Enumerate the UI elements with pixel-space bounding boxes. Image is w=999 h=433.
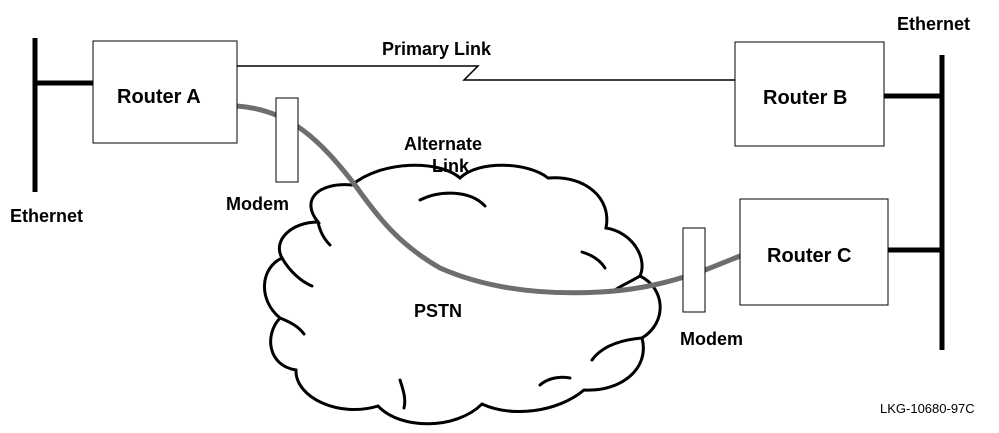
modem-c: Modem — [680, 227, 743, 349]
ethernet-left-label: Ethernet — [10, 206, 83, 226]
pstn-cloud-outline — [263, 163, 662, 426]
alternate-link-label-line2: Link — [432, 156, 470, 176]
ethernet-right-label: Ethernet — [897, 14, 970, 34]
pstn-cloud-fold-1 — [316, 220, 332, 247]
ethernet-left: Ethernet — [10, 38, 93, 226]
router-c-label: Router C — [767, 245, 851, 267]
modem-a-box — [275, 97, 299, 183]
router-a-box — [92, 40, 238, 144]
modem-a-label: Modem — [226, 194, 289, 214]
router-c: Router C — [739, 198, 889, 306]
router-b: Router B — [734, 41, 885, 147]
ethernet-right: Ethernet — [884, 14, 970, 350]
modem-c-box — [682, 227, 706, 313]
primary-link-label: Primary Link — [382, 39, 492, 59]
modem-c-label: Modem — [680, 329, 743, 349]
modem-a: Modem — [226, 97, 299, 214]
primary-link-line — [237, 65, 735, 81]
primary-link: Primary Link — [237, 39, 735, 81]
pstn-cloud-fold-8 — [538, 375, 572, 387]
router-b-label: Router B — [763, 87, 847, 109]
pstn-label: PSTN — [414, 301, 462, 321]
pstn-cloud-fold-2 — [418, 191, 487, 208]
router-a-label: Router A — [117, 86, 201, 108]
router-c-box — [739, 198, 889, 306]
pstn-cloud-fold-4 — [280, 256, 314, 288]
pstn-cloud-fold-3 — [580, 250, 607, 270]
alternate-link-label-line1: Alternate — [404, 134, 482, 154]
pstn-cloud: PSTN — [263, 163, 662, 426]
router-b-box — [734, 41, 885, 147]
router-a: Router A — [92, 40, 238, 144]
pstn-cloud-fold-7 — [590, 336, 644, 362]
pstn-cloud-fold-9 — [398, 378, 407, 410]
figure-id: LKG-10680-97C — [880, 401, 975, 416]
pstn-cloud-fold-6 — [278, 316, 306, 336]
